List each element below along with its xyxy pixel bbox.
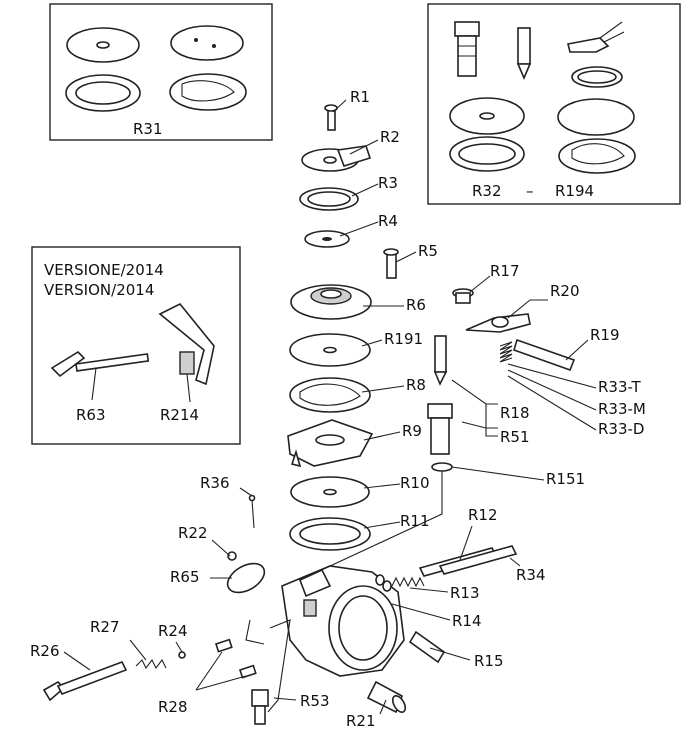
gasket-icon: [449, 136, 525, 172]
gasket-r11: [289, 517, 371, 551]
label-r26: R26: [30, 642, 60, 660]
label-r9: R9: [402, 422, 422, 440]
gasket-icon: [558, 138, 636, 174]
label-r31: R31: [133, 120, 163, 138]
spring-r33: [499, 341, 513, 363]
label-r1: R1: [350, 88, 370, 106]
fitting-r21: [366, 680, 407, 714]
screws-r28: [214, 638, 257, 679]
kit-r32-r194-box: R32 – R194: [427, 3, 681, 205]
label-r19: R19: [590, 326, 620, 344]
spring-r13: [391, 576, 425, 588]
throttle-plate-r65: [226, 562, 266, 594]
label-r33-m: R33-M: [598, 400, 646, 418]
label-r28: R28: [158, 698, 188, 716]
carburetor-body: [281, 565, 405, 677]
label-r17: R17: [490, 262, 520, 280]
kit-r31-box: R31: [49, 3, 273, 141]
diaphragm-r4: [304, 230, 350, 248]
o-ring-r151: [431, 462, 453, 472]
shaft-r26: [42, 660, 128, 702]
throttle-shaft-icon: [50, 350, 150, 401]
label-r151: R151: [546, 470, 585, 488]
screw-r36: [248, 494, 256, 529]
leader-lines: [63, 99, 597, 715]
filter-r15: [408, 630, 446, 664]
label-r21: R21: [346, 712, 376, 730]
metering-body-r9: [287, 419, 374, 468]
label-r51: R51: [500, 428, 530, 446]
gasket-icon: [65, 74, 141, 112]
inlet-needle-r18: [433, 335, 448, 386]
needle-seat-r51: [427, 403, 453, 455]
control-lever-r20: [465, 313, 531, 333]
screw-r22: [227, 551, 237, 561]
label-r14: R14: [452, 612, 482, 630]
fitting-r53: [251, 689, 269, 725]
gasket-icon: [170, 25, 244, 61]
label-r6: R6: [406, 296, 426, 314]
label-r33-d: R33-D: [598, 420, 644, 438]
label-r53: R53: [300, 692, 330, 710]
label-r10: R10: [400, 474, 430, 492]
gasket-r3: [299, 187, 359, 211]
label-r3: R3: [378, 174, 398, 192]
label-r24: R24: [158, 622, 188, 640]
label-r32: R32: [472, 182, 502, 200]
version-title-it: VERSIONE/2014: [44, 261, 164, 279]
gasket-r8: [289, 377, 371, 413]
o-ring-icon: [571, 66, 623, 88]
label-dash: –: [526, 182, 534, 200]
pin-r19: [513, 338, 576, 372]
label-r194: R194: [555, 182, 594, 200]
label-r5: R5: [418, 242, 438, 260]
screw-r1: [324, 104, 338, 131]
label-r22: R22: [178, 524, 208, 542]
label-r36: R36: [200, 474, 230, 492]
needle-seat-icon: [454, 21, 480, 77]
label-r34: R34: [516, 566, 546, 584]
gasket-icon: [169, 73, 247, 111]
diaphragm-icon: [449, 97, 525, 135]
label-r214: R214: [160, 406, 199, 424]
label-r18: R18: [500, 404, 530, 422]
label-r4: R4: [378, 212, 398, 230]
cover-r6: [290, 284, 372, 320]
label-r12: R12: [468, 506, 498, 524]
pump-cover-r2: [301, 145, 372, 172]
label-r13: R13: [450, 584, 480, 602]
label-r33-t: R33-T: [598, 378, 642, 396]
plug-r17: [452, 288, 474, 304]
label-r15: R15: [474, 652, 504, 670]
screw-r5: [383, 248, 399, 279]
label-r27: R27: [90, 618, 120, 636]
washer-r14: [375, 574, 392, 592]
throttle-lever-icon: [158, 302, 215, 403]
label-r65: R65: [170, 568, 200, 586]
version-title-en: VERSION/2014: [44, 281, 154, 299]
diaphragm-icon: [557, 98, 635, 136]
inlet-needle-icon: [516, 27, 532, 81]
control-lever-icon: [567, 21, 625, 53]
spring-r27: [135, 658, 167, 670]
label-r63: R63: [76, 406, 106, 424]
version-2014-box: VERSIONE/2014 VERSION/2014 R63 R214: [31, 246, 241, 445]
label-r20: R20: [550, 282, 580, 300]
diaphragm-r10: [290, 476, 370, 508]
diaphragm-r191: [289, 333, 371, 367]
needle-r34: [438, 545, 518, 575]
label-r11: R11: [400, 512, 430, 530]
clip-r24: [178, 651, 186, 659]
label-r2: R2: [380, 128, 400, 146]
label-r191: R191: [384, 330, 423, 348]
gasket-icon: [66, 27, 140, 63]
label-r8: R8: [406, 376, 426, 394]
